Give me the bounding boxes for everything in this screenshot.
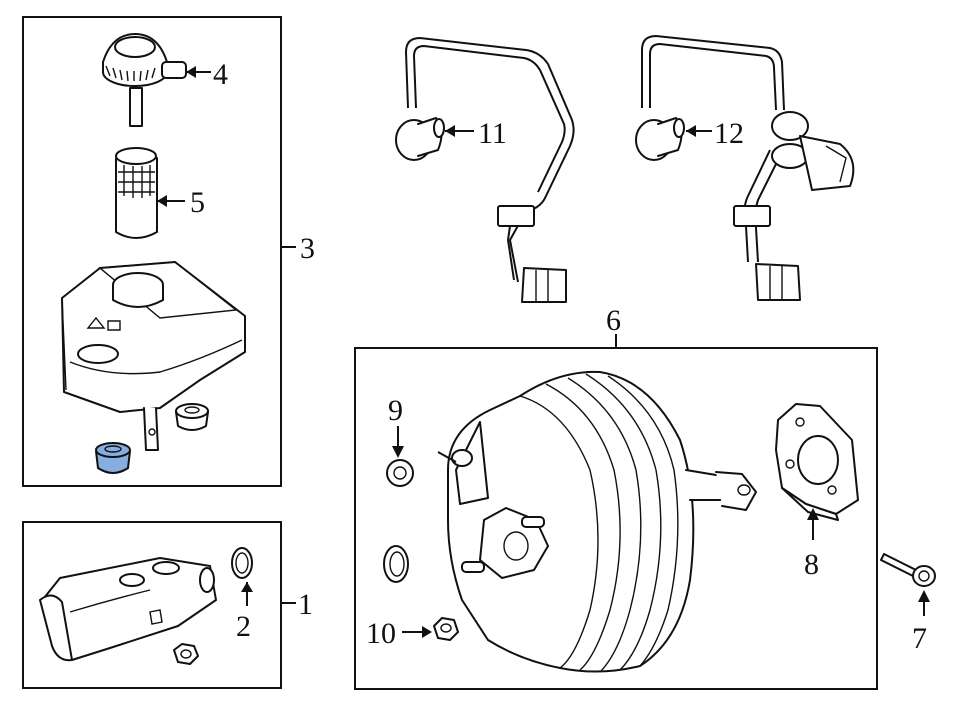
highlighted-grommet: [95, 442, 131, 474]
brake-line-12: 12: [635, 34, 855, 301]
booster-gasket: 8: [775, 403, 859, 581]
reservoir-filter: 5: [115, 147, 205, 239]
reservoir-group-box: 3: [22, 16, 315, 487]
callout-1: 1: [298, 588, 313, 621]
reservoir-grommet: [175, 403, 209, 431]
callout-2: 2: [236, 610, 251, 643]
callout-3: 3: [300, 232, 315, 265]
callout-12: 12: [714, 117, 744, 150]
reservoir-cap: 4: [102, 33, 228, 127]
booster-group-box: 6: [354, 304, 878, 690]
booster-seal-ring: [383, 545, 409, 583]
callout-5: 5: [190, 186, 205, 219]
booster-bolt: 7: [880, 553, 936, 655]
booster-washer-9: 9: [386, 394, 414, 487]
master-cylinder: [39, 557, 217, 662]
cylinder-nut: [173, 643, 199, 665]
brake-booster: [437, 370, 757, 673]
booster-nut-10: 10: [366, 617, 459, 650]
seal-ring-2: 2: [231, 547, 253, 643]
callout-11: 11: [478, 117, 507, 150]
callout-6: 6: [606, 304, 621, 337]
brake-line-11: 11: [395, 36, 575, 303]
callout-4: 4: [213, 58, 228, 91]
master-cylinder-group-box: 1: [22, 521, 313, 689]
callout-9: 9: [388, 394, 403, 427]
callout-7: 7: [912, 622, 927, 655]
callout-10: 10: [366, 617, 396, 650]
callout-8: 8: [804, 548, 819, 581]
fluid-reservoir: [61, 261, 246, 451]
